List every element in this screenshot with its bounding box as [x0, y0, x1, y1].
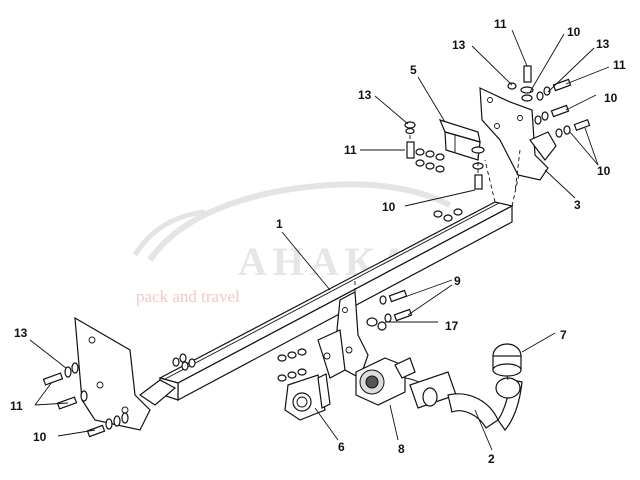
upper-right-fasteners: [507, 65, 591, 138]
callout-washer-13-left: 13: [14, 326, 28, 340]
center-mount-plate: [317, 278, 387, 379]
watermark-car-roof-line: [147, 181, 452, 262]
callout-part-7: 7: [560, 328, 567, 342]
callout-washer-10-lower-right: 10: [597, 164, 611, 178]
callout-washer-10-left: 10: [33, 430, 47, 444]
socket-bracket: [284, 373, 331, 421]
left-side-bracket: [74, 316, 177, 431]
callout-washer-13-upper: 13: [358, 88, 372, 102]
callout-part-1: 1: [276, 217, 283, 231]
callout-bolt-11-right: 11: [613, 58, 626, 72]
right-side-bracket: [479, 87, 557, 193]
watermark: АНАКА pack and travel: [132, 181, 452, 306]
upper-mount-bracket: [438, 119, 481, 161]
callout-bolt-11-upper: 11: [344, 143, 357, 157]
callout-washer-13-top: 13: [452, 38, 466, 52]
callout-part-5: 5: [410, 63, 417, 77]
callout-part-2: 2: [488, 452, 495, 466]
callout-bolt-11-mid: 10: [382, 200, 396, 214]
callout-part-6: 6: [338, 440, 345, 454]
callout-bolt-11-top: 11: [494, 17, 507, 31]
callout-part-3: 3: [574, 198, 581, 212]
center-fasteners: [277, 289, 413, 382]
watermark-tagline: pack and travel: [136, 287, 240, 306]
leader-lines: [29, 29, 610, 451]
callout-washer-13-right: 13: [596, 37, 610, 51]
callout-part-17: 17: [445, 319, 459, 333]
callout-washer-10-right: 10: [604, 91, 618, 105]
callout-bolt-11-left: 11: [10, 399, 23, 413]
electrical-socket: [355, 357, 436, 406]
callout-washer-10-top: 10: [567, 25, 581, 39]
part-callouts: 1 2 3 5 6 7 8 9 17 11 10 13 13 11 10 13 …: [10, 17, 626, 466]
tow-ball-cap: [492, 343, 522, 399]
callout-part-8: 8: [398, 442, 405, 456]
watermark-car-front-line: [132, 209, 206, 257]
upper-left-fasteners: [404, 121, 485, 222]
callout-part-9: 9: [454, 274, 461, 288]
